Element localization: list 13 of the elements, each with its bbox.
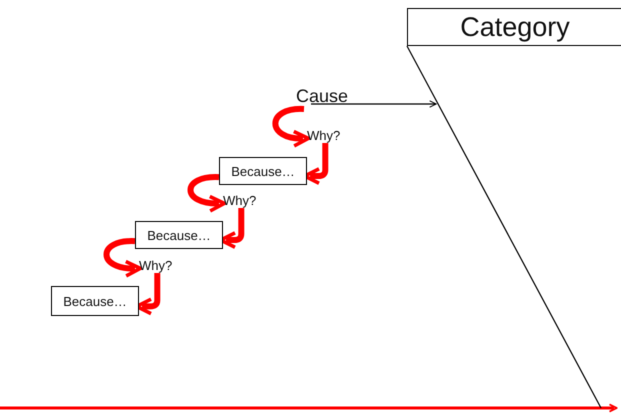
curved-arrow bbox=[272, 106, 310, 148]
arrow bbox=[311, 100, 437, 108]
question-text: Why? bbox=[307, 128, 340, 143]
answer-box: Because… bbox=[219, 157, 307, 185]
question-text: Why? bbox=[139, 258, 172, 273]
curved-arrow bbox=[188, 174, 226, 212]
bone-line bbox=[406, 46, 602, 408]
question-text: Why? bbox=[223, 193, 256, 208]
answer-box: Because… bbox=[51, 286, 139, 316]
answer-box: Because… bbox=[135, 221, 223, 249]
curved-arrow bbox=[104, 238, 142, 278]
category-box: Category bbox=[407, 8, 621, 46]
cause-text: Cause bbox=[296, 86, 348, 107]
